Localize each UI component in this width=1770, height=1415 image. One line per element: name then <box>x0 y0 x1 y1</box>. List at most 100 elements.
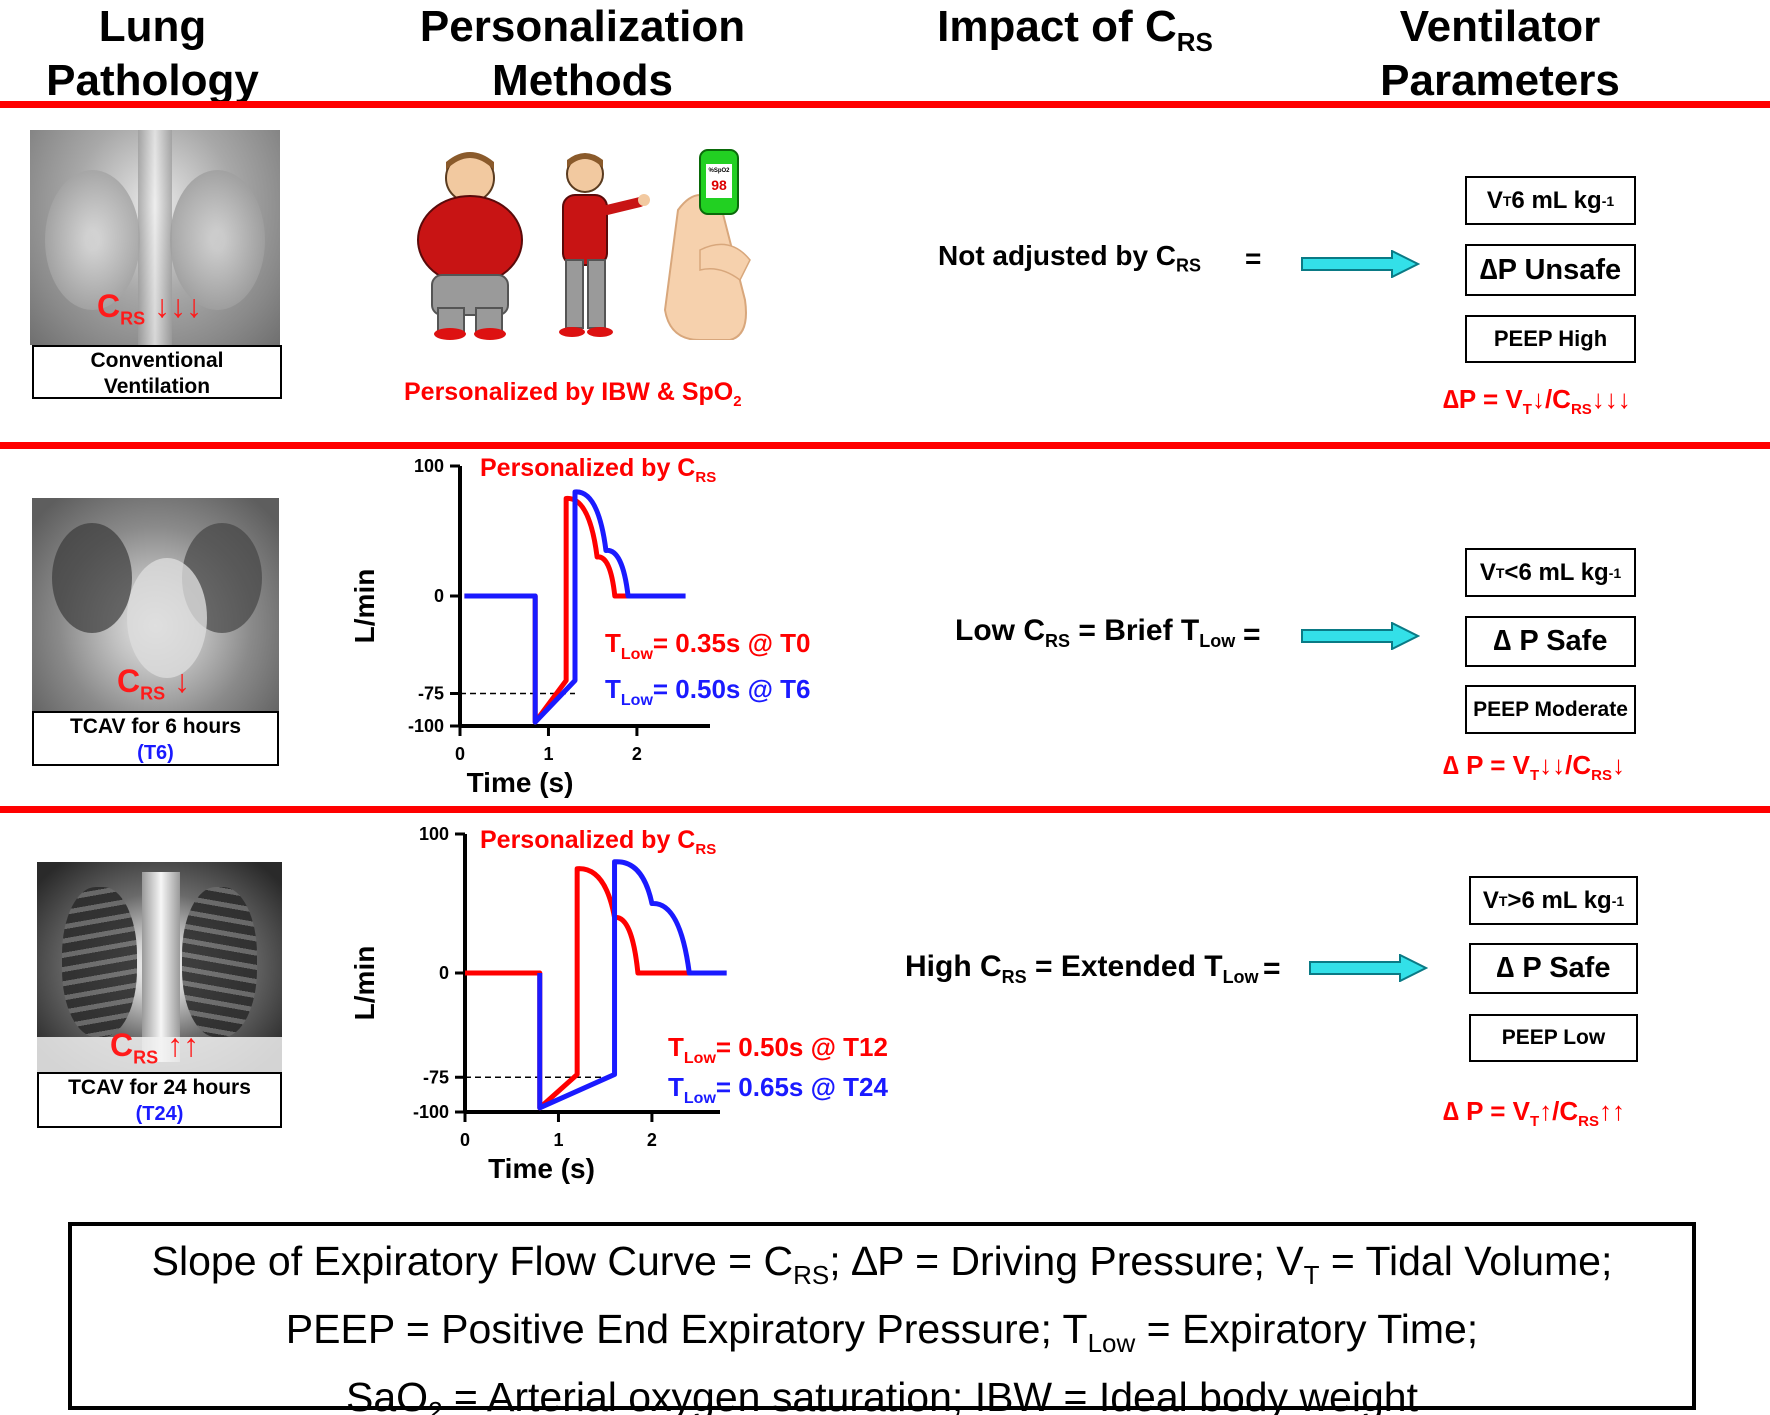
box-subscript: T <box>1498 892 1508 909</box>
impact-text-row3: High CRS = Extended TLow <box>905 950 1259 988</box>
eqn-subscript: RS <box>1578 1113 1599 1131</box>
impact-text: = Brief T <box>1070 614 1200 647</box>
xray-caption: TCAV for 24 hours (T24) <box>37 1072 282 1128</box>
header-line: Methods <box>492 56 673 105</box>
header-line: Lung <box>98 2 207 51</box>
series-label: TLow= 0.50s @ T6 <box>605 674 811 709</box>
eqn-subscript: T <box>1529 1113 1540 1131</box>
legend-text: = Arterial oxygen saturation; IBW = Idea… <box>442 1374 1418 1415</box>
caption-line: (T24) <box>135 1103 184 1125</box>
crs-label: C <box>110 1027 134 1063</box>
method-subscript: 2 <box>733 393 742 410</box>
xray-caption: Conventional Ventilation <box>32 345 282 399</box>
method-label-ibw-spo2: Personalized by IBW & SpO2 <box>404 378 742 410</box>
series-label-text: = 0.35s @ T0 <box>653 628 811 658</box>
eqn-text: ↑/C <box>1539 1096 1579 1126</box>
y-axis-label: L/min <box>349 569 380 644</box>
impact-subscript: RS <box>1045 631 1071 651</box>
row-divider <box>0 806 1770 813</box>
impact-text: Not adjusted by C <box>938 240 1177 271</box>
y-tick-label: 100 <box>419 824 449 844</box>
crs-arrows: ↓↓↓ <box>154 288 203 324</box>
box-peep-row1: PEEP High <box>1465 315 1636 363</box>
series-label-text: = 0.65s @ T24 <box>716 1072 889 1102</box>
impact-subscript: RS <box>1001 967 1027 987</box>
legend-text: Slope of Expiratory Flow Curve = C <box>151 1238 794 1284</box>
equation-row3: ∆ P = VT↑/CRS↑↑ <box>1443 1096 1625 1130</box>
crs-subscript: RS <box>133 1047 159 1068</box>
chart-title: Personalized by CRS <box>480 826 716 858</box>
y-tick-label: -75 <box>423 1067 449 1087</box>
caption-line: (T6) <box>137 742 174 764</box>
y-tick-label: -75 <box>418 684 444 704</box>
chart-title: Personalized by CRS <box>480 454 716 486</box>
xray-spine <box>138 130 172 345</box>
eqn-text: ↓↓↓ <box>1591 384 1631 414</box>
impact-text: = Extended T <box>1026 950 1223 983</box>
series-label-text: T <box>605 674 621 704</box>
box-peep-row3: PEEP Low <box>1469 1014 1638 1062</box>
legend-subscript: 2 <box>428 1396 443 1415</box>
eqn-text: ∆ P = V <box>1443 750 1530 780</box>
legend-line-3: SaO2 = Arterial oxygen saturation; IBW =… <box>72 1370 1692 1415</box>
oximeter-label: %SpO2 <box>708 168 730 174</box>
crs-label: C <box>97 288 121 324</box>
chart-title-subscript: RS <box>695 841 716 858</box>
eqn-subscript: T <box>1522 401 1532 419</box>
caption-line: TCAV for 6 hours <box>69 715 242 738</box>
abbreviation-legend: Slope of Expiratory Flow Curve = CRS; ∆P… <box>68 1222 1696 1415</box>
equals-sign: = <box>1263 952 1281 985</box>
equation-row2: ∆ P = VT↓↓/CRS↓ <box>1443 750 1625 784</box>
x-axis-label: Time (s) <box>488 1153 595 1184</box>
series-label: TLow= 0.65s @ T24 <box>668 1072 889 1107</box>
person-standard-icon <box>559 153 650 337</box>
series-label-text: T <box>668 1072 684 1102</box>
impact-text-row1: Not adjusted by CRS <box>938 240 1201 277</box>
header-lung-pathology: Lung Pathology <box>20 0 285 108</box>
header-subscript: RS <box>1176 26 1213 57</box>
crs-label: C <box>117 663 141 699</box>
impact-text-row2: Low CRS = Brief TLow <box>955 614 1235 652</box>
legend-text: PEEP = Positive End Expiratory Pressure;… <box>285 1306 1088 1353</box>
header-personalization-methods: Personalization Methods <box>385 0 780 108</box>
x-tick-label: 2 <box>632 744 642 764</box>
legend-subscript: RS <box>793 1260 830 1291</box>
legend-subscript: Low <box>1087 1328 1136 1359</box>
row-divider <box>0 442 1770 449</box>
xray-spine <box>142 872 180 1062</box>
header-line: Ventilator <box>1399 2 1601 51</box>
x-axis-label: Time (s) <box>467 767 574 798</box>
box-driving-pressure-row1: ∆P Unsafe <box>1465 244 1636 296</box>
series-label-subscript: Low <box>684 1050 717 1067</box>
y-axis-label: L/min <box>349 946 380 1021</box>
series-label-text: T <box>605 628 621 658</box>
x-tick-label: 2 <box>647 1130 657 1150</box>
caption-line: Ventilation <box>103 375 211 398</box>
crs-subscript: RS <box>140 683 166 704</box>
eqn-subscript: RS <box>1591 767 1612 785</box>
eqn-text: ↓↓/C <box>1539 750 1592 780</box>
legend-text: = Expiratory Time; <box>1135 1306 1479 1353</box>
chart-title-subscript: RS <box>695 469 716 486</box>
equals-sign: = <box>1245 243 1262 274</box>
xray-lung-left <box>52 523 132 633</box>
eqn-subscript: T <box>1529 767 1540 785</box>
crs-arrows: ↓ <box>174 663 191 699</box>
pulse-oximeter-icon: %SpO2 98 <box>663 149 751 340</box>
impact-subscript: Low <box>1199 631 1236 651</box>
xray-caption: TCAV for 6 hours (T6) <box>32 711 279 766</box>
box-text: V <box>1482 886 1499 914</box>
flow-series-line <box>537 859 727 1111</box>
x-tick-label: 0 <box>455 744 465 764</box>
eqn-text: ↓ <box>1612 750 1625 780</box>
box-subscript: T <box>1495 564 1505 581</box>
x-tick-label: 0 <box>460 1130 470 1150</box>
person-large-icon <box>417 152 523 340</box>
xray-lung-right <box>182 887 257 1037</box>
chest-xray-t24 <box>37 862 282 1072</box>
xray-heart <box>127 558 207 678</box>
x-tick-label: 1 <box>543 744 553 764</box>
box-text: V <box>1479 558 1496 586</box>
header-line: Personalization <box>419 2 746 51</box>
